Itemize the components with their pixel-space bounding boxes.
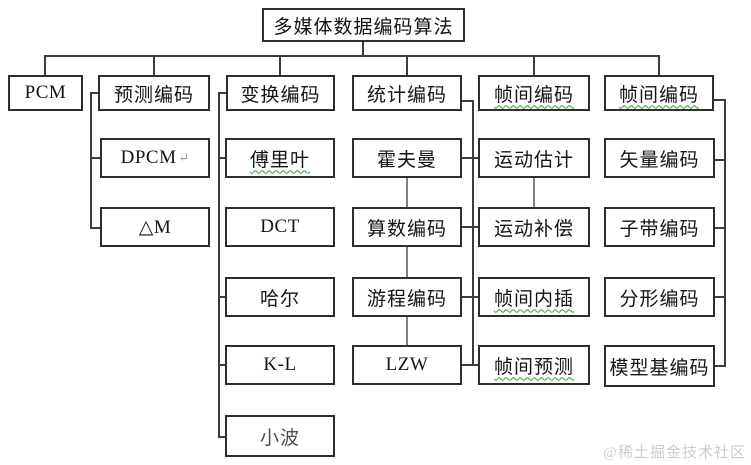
node-motion-compensation: 运动补偿 <box>478 207 590 247</box>
node-delta-m: △M <box>100 207 210 247</box>
connector-to-fractal <box>715 296 724 298</box>
connector-to-huffman <box>462 157 472 159</box>
node-wavelet-label: 小波 <box>259 427 300 449</box>
node-kl: K-L <box>225 345 335 385</box>
node-interframe-interpolation: 帧间内插 <box>478 277 590 317</box>
connector-transform-drop <box>218 92 220 438</box>
connector-to-wavelet <box>218 436 225 438</box>
node-motion-estimation-label: 运动估计 <box>493 149 574 171</box>
node-root-label: 多媒体数据编码算法 <box>273 16 454 38</box>
connector-to-model-based <box>715 365 724 367</box>
connector-transform-out <box>218 92 226 94</box>
node-transform-coding-label: 变换编码 <box>240 84 321 106</box>
node-model-based-coding-label: 模型基编码 <box>609 357 710 379</box>
link-estimation-compensation <box>533 178 535 207</box>
node-dct: DCT <box>225 207 335 247</box>
connector-predictive-out <box>90 92 98 94</box>
node-fourier: 傅里叶 <box>225 138 335 178</box>
node-model-based-coding: 模型基编码 <box>604 345 715 387</box>
node-interframe-prediction: 帧间预测 <box>478 345 590 385</box>
connector-to-kl <box>218 364 225 366</box>
node-interframe-interpolation-label: 帧间内插 <box>493 288 574 310</box>
node-arithmetic-coding: 算数编码 <box>352 207 462 247</box>
paragraph-mark: ↵ <box>178 150 190 165</box>
node-arithmetic-coding-label: 算数编码 <box>366 218 447 240</box>
connector-to-interframe-interpolation <box>474 296 480 298</box>
connector-to-subband <box>715 227 724 229</box>
connector-to-haar <box>218 296 225 298</box>
node-lzw-label: LZW <box>385 354 429 375</box>
connector-predictive-drop <box>90 92 92 229</box>
node-interframe-coding-1-label: 帧间编码 <box>493 84 574 106</box>
node-haar: 哈尔 <box>225 277 335 317</box>
connector-to-fourier <box>218 157 225 159</box>
node-predictive-coding-label: 预测编码 <box>113 84 194 106</box>
node-pcm: PCM <box>8 75 83 111</box>
connector-to-vector <box>715 159 724 161</box>
node-huffman-label: 霍夫曼 <box>376 149 437 171</box>
node-lzw: LZW <box>352 345 462 385</box>
node-fractal-coding: 分形编码 <box>604 277 715 317</box>
connector-stub-predictive <box>153 55 155 75</box>
connector-to-runlength <box>462 296 472 298</box>
node-subband-coding-label: 子带编码 <box>619 218 700 240</box>
node-motion-compensation-label: 运动补偿 <box>493 218 574 240</box>
connector-stub-statistical <box>406 55 408 75</box>
node-statistical-coding-label: 统计编码 <box>366 84 447 106</box>
link-runlength-lzw <box>406 317 408 345</box>
node-interframe-prediction-label: 帧间预测 <box>493 356 574 378</box>
node-transform-coding: 变换编码 <box>226 75 335 111</box>
node-huffman: 霍夫曼 <box>352 138 462 178</box>
connector-to-motion-compensation <box>474 226 480 228</box>
node-motion-estimation: 运动估计 <box>478 138 590 178</box>
connector-to-delta-m <box>90 227 100 229</box>
connector-interframe2-out <box>714 99 724 101</box>
node-kl-label: K-L <box>263 354 297 375</box>
node-predictive-coding: 预测编码 <box>98 75 210 111</box>
connector-to-interframe-prediction <box>474 364 480 366</box>
node-delta-m-label: △M <box>138 216 172 238</box>
connector-to-motion-estimation <box>474 157 480 159</box>
node-root: 多媒体数据编码算法 <box>262 8 465 42</box>
node-runlength-coding: 游程编码 <box>352 277 462 317</box>
connector-stub-interframe-1 <box>533 55 535 75</box>
node-dpcm-label: DPCM <box>120 147 177 168</box>
node-fractal-coding-label: 分形编码 <box>619 288 700 310</box>
connector-root-stub <box>362 42 364 55</box>
node-subband-coding: 子带编码 <box>604 207 715 247</box>
node-runlength-coding-label: 游程编码 <box>366 288 447 310</box>
node-fourier-label: 傅里叶 <box>249 149 310 171</box>
node-interframe-coding-1: 帧间编码 <box>478 75 590 111</box>
connector-interframe2-drop <box>724 99 726 367</box>
connector-stub-interframe-2 <box>658 55 660 75</box>
watermark: @稀土掘金技术社区 <box>603 445 746 461</box>
connector-to-lzw <box>462 364 472 366</box>
node-haar-label: 哈尔 <box>259 288 300 310</box>
link-arithmetic-runlength <box>406 247 408 277</box>
node-dpcm: DPCM↵ <box>100 138 210 178</box>
node-dct-label: DCT <box>260 216 300 237</box>
connector-to-dpcm <box>90 157 100 159</box>
connector-stub-pcm <box>44 55 46 75</box>
node-pcm-label: PCM <box>24 82 67 103</box>
node-vector-coding: 矢量编码 <box>604 138 715 178</box>
link-huffman-arithmetic <box>406 178 408 207</box>
node-interframe-coding-2: 帧间编码 <box>604 75 714 111</box>
node-statistical-coding: 统计编码 <box>352 75 462 111</box>
connector-to-arithmetic <box>462 226 472 228</box>
node-interframe-coding-2-label: 帧间编码 <box>618 84 699 106</box>
connector-stub-transform <box>279 55 281 75</box>
connector-shared-drop <box>472 100 474 366</box>
node-wavelet: 小波 <box>225 415 335 457</box>
node-vector-coding-label: 矢量编码 <box>619 149 700 171</box>
connector-bus <box>44 55 660 57</box>
connector-statistical-out <box>462 100 472 102</box>
